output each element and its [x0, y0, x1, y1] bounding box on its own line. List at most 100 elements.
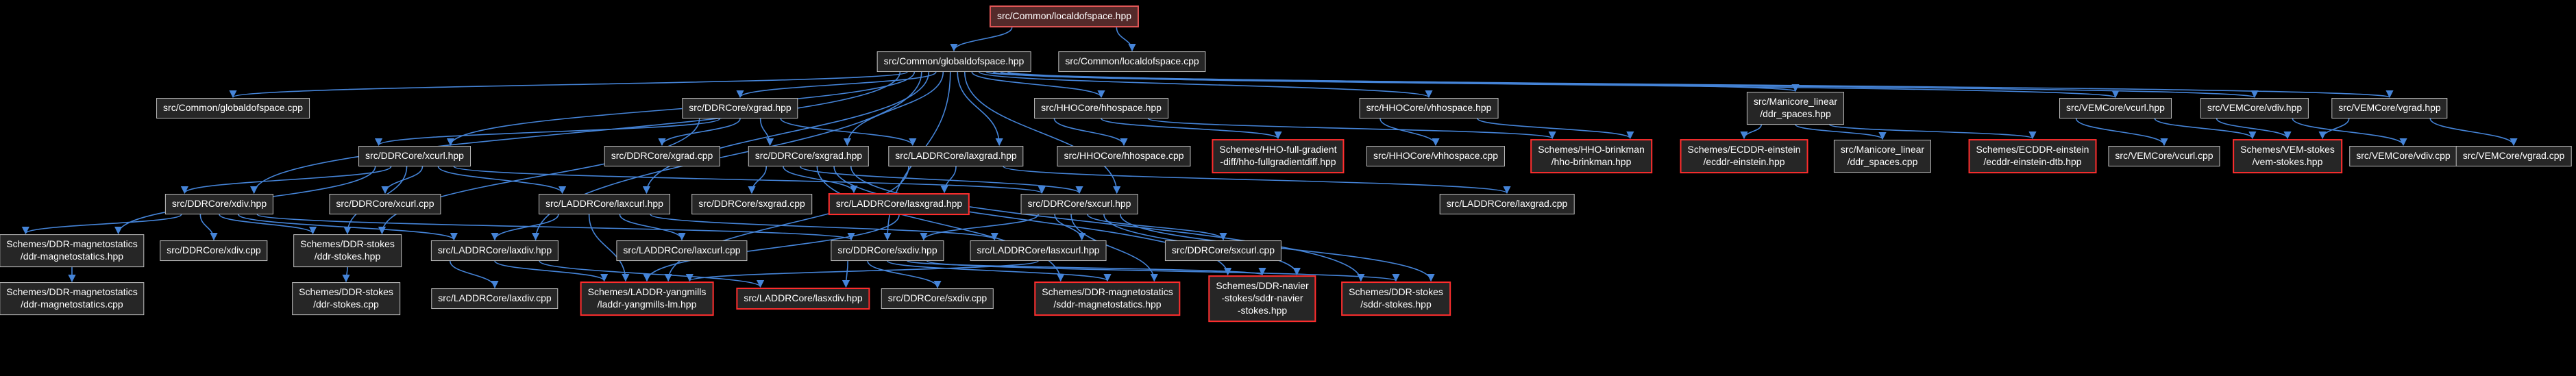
- edge-sxgrad_h-to-sddrstokes: [850, 166, 1365, 282]
- edge-gds_h-to-sxgrad_h: [843, 71, 944, 147]
- graph-node-lds_c[interactable]: src/Common/localdofspace.cpp: [1058, 51, 1206, 72]
- graph-node-label: src/VEMCore/vdiv.hpp: [2207, 102, 2303, 114]
- graph-node-lasxdiv_h[interactable]: src/LADDRCore/lasxdiv.hpp: [736, 288, 870, 310]
- graph-node-label: src/LADDRCore/lasxdiv.hpp: [744, 292, 863, 304]
- edge-laxcurl_h-to-lasxcurl_h: [650, 214, 998, 241]
- graph-node-vhho_h[interactable]: src/HHOCore/vhhospace.hpp: [1359, 98, 1499, 118]
- edge-xcurl_h-to-xdiv_h: [180, 166, 392, 195]
- graph-node-label: Schemes/DDR-navier -stokes/sddr-navier -…: [1216, 280, 1309, 316]
- graph-node-label: src/Common/localdofspace.hpp: [996, 10, 1132, 22]
- graph-node-ddrmag_h[interactable]: Schemes/DDR-magnetostatics /ddr-magnetos…: [0, 234, 145, 267]
- graph-node-label: src/DDRCore/xgrad.cpp: [611, 150, 713, 162]
- graph-node-sxdiv_h[interactable]: src/DDRCore/sxdiv.hpp: [831, 240, 944, 261]
- graph-node-sxgrad_c[interactable]: src/DDRCore/sxgrad.cpp: [691, 194, 812, 214]
- edge-xdiv_h-to-ddrmag_h: [21, 214, 182, 235]
- graph-node-xgrad_c[interactable]: src/DDRCore/xgrad.cpp: [604, 146, 720, 166]
- graph-node-hho_fgd[interactable]: Schemes/HHO-full-gradient -diff/hho-full…: [1212, 139, 1345, 173]
- graph-node-label: src/Manicore_linear /ddr_spaces.hpp: [1753, 96, 1838, 119]
- edge-sxgrad_h-to-lasxgrad_h: [783, 166, 858, 194]
- graph-node-vdiv_h[interactable]: src/VEMCore/vdiv.hpp: [2200, 98, 2309, 118]
- graph-node-lasxgrad_h[interactable]: src/LADDRCore/lasxgrad.hpp: [828, 193, 970, 215]
- edge-mani_h-to-ecddr: [1740, 124, 1763, 140]
- graph-node-ecddr_dtb[interactable]: Schemes/ECDDR-einstein /ecddr-einstein-d…: [1968, 139, 2097, 173]
- graph-node-label: src/VEMCore/vgrad.cpp: [2462, 150, 2565, 162]
- edge-gds_h-to-xdiv_h: [250, 71, 901, 195]
- graph-node-xdiv_c[interactable]: src/DDRCore/xdiv.cpp: [160, 240, 268, 261]
- graph-node-label: src/VEMCore/vcurl.hpp: [2066, 102, 2165, 114]
- graph-node-yangmills[interactable]: Schemes/LADDR-yangmills /laddr-yangmills…: [580, 281, 714, 316]
- graph-node-label: Schemes/DDR-stokes /sddr-stokes.hpp: [1349, 286, 1443, 310]
- graph-node-ecddr[interactable]: Schemes/ECDDR-einstein /ecddr-einstein.h…: [1680, 139, 1808, 173]
- graph-node-vgrad_c[interactable]: src/VEMCore/vgrad.cpp: [2455, 146, 2572, 166]
- graph-node-xgrad_h[interactable]: src/DDRCore/xgrad.hpp: [682, 98, 798, 118]
- graph-node-laxdiv_h[interactable]: src/LADDRCore/laxdiv.hpp: [430, 240, 559, 261]
- graph-node-ddrstokes_h[interactable]: Schemes/DDR-stokes /ddr-stokes.hpp: [293, 234, 402, 267]
- graph-node-hho_brink[interactable]: Schemes/HHO-brinkman /hho-brinkman.hpp: [1530, 139, 1652, 173]
- edge-root-to-lds_c: [1116, 27, 1136, 52]
- graph-node-label: Schemes/DDR-stokes /ddr-stokes.cpp: [299, 286, 393, 310]
- graph-node-sddrstokes[interactable]: Schemes/DDR-stokes /sddr-stokes.hpp: [1341, 281, 1451, 316]
- graph-node-label: src/DDRCore/xcurl.hpp: [365, 150, 464, 162]
- graph-node-laxcurl_h[interactable]: src/LADDRCore/laxcurl.hpp: [539, 194, 670, 214]
- graph-node-sddrmag[interactable]: Schemes/DDR-magnetostatics /sddr-magneto…: [1034, 281, 1181, 316]
- edge-xcurl_h-to-sxcurl_h: [453, 166, 1046, 195]
- graph-node-mani_c[interactable]: src/Manicore_linear /ddr_spaces.cpp: [1833, 140, 1932, 173]
- graph-node-sxcurl_h[interactable]: src/DDRCore/sxcurl.hpp: [1020, 194, 1138, 214]
- graph-node-sxdiv_c[interactable]: src/DDRCore/sxdiv.cpp: [881, 288, 994, 309]
- graph-node-root[interactable]: src/Common/localdofspace.hpp: [989, 5, 1140, 27]
- edge-xgrad_h-to-laxgrad_h: [780, 118, 917, 147]
- graph-node-label: Schemes/HHO-brinkman /hho-brinkman.hpp: [1538, 144, 1645, 167]
- graph-node-label: Schemes/LADDR-yangmills /laddr-yangmills…: [587, 286, 707, 310]
- edge-laxcurl_h-to-laxcurl_c: [619, 214, 686, 241]
- graph-node-vgrad_h[interactable]: src/VEMCore/vgrad.hpp: [2331, 98, 2448, 118]
- edge-hho_h-to-hho_brink: [1147, 118, 1556, 140]
- graph-node-vcurl_c[interactable]: src/VEMCore/vcurl.cpp: [2108, 146, 2220, 166]
- graph-node-label: src/DDRCore/sxgrad.cpp: [698, 198, 805, 210]
- graph-node-laxgrad_c[interactable]: src/LADDRCore/laxgrad.cpp: [1439, 194, 1575, 214]
- graph-node-xcurl_c[interactable]: src/DDRCore/xcurl.cpp: [329, 194, 441, 214]
- edge-root-to-gds_h: [950, 27, 1013, 52]
- graph-node-laxgrad_h[interactable]: src/LADDRCore/laxgrad.hpp: [888, 146, 1024, 166]
- graph-node-lasxcurl_h[interactable]: src/LADDRCore/lasxcurl.hpp: [970, 240, 1107, 261]
- graph-node-gds_h[interactable]: src/Common/globaldofspace.hpp: [876, 51, 1031, 72]
- graph-node-xcurl_h[interactable]: src/DDRCore/xcurl.hpp: [358, 146, 471, 166]
- graph-node-label: src/LADDRCore/laxdiv.cpp: [438, 292, 552, 304]
- graph-node-label: Schemes/DDR-magnetostatics /ddr-magnetos…: [6, 286, 138, 310]
- graph-node-sxcurl_c[interactable]: src/DDRCore/sxcurl.cpp: [1164, 240, 1282, 261]
- graph-node-laxdiv_c[interactable]: src/LADDRCore/laxdiv.cpp: [431, 288, 559, 309]
- graph-node-xdiv_h[interactable]: src/DDRCore/xdiv.hpp: [164, 194, 274, 214]
- graph-node-sxgrad_h[interactable]: src/DDRCore/sxgrad.hpp: [748, 146, 870, 166]
- graph-node-sddrnavier[interactable]: Schemes/DDR-navier -stokes/sddr-navier -…: [1208, 275, 1316, 322]
- graph-node-ddrmag_c[interactable]: Schemes/DDR-magnetostatics /ddr-magnetos…: [0, 282, 145, 315]
- edge-gds_h-to-laxgrad_h: [957, 71, 1003, 147]
- graph-node-label: src/DDRCore/xgrad.hpp: [689, 102, 792, 114]
- edge-laxdiv_h-to-yangmills: [494, 260, 609, 282]
- edge-laxdiv_h-to-laxdiv_c: [450, 260, 499, 289]
- edge-sxcurl_h-to-sddrmag: [1070, 214, 1158, 282]
- graph-node-vem_stokes[interactable]: Schemes/VEM-stokes /vem-stokes.hpp: [2233, 139, 2342, 173]
- graph-node-label: Schemes/HHO-full-gradient -diff/hho-full…: [1219, 144, 1337, 167]
- edge-gds_h-to-hho_h: [971, 71, 1105, 99]
- edge-sxdiv_h-to-lasxdiv_h: [842, 260, 850, 288]
- graph-node-ddrstokes_c[interactable]: Schemes/DDR-stokes /ddr-stokes.cpp: [292, 282, 400, 315]
- graph-node-hho_h[interactable]: src/HHOCore/hhospace.hpp: [1034, 98, 1168, 118]
- graph-node-vdiv_c[interactable]: src/VEMCore/vdiv.cpp: [2349, 146, 2457, 166]
- graph-node-label: Schemes/DDR-stokes /ddr-stokes.hpp: [300, 238, 395, 262]
- graph-node-label: src/HHOCore/hhospace.cpp: [1064, 150, 1184, 162]
- graph-node-gds_c[interactable]: src/Common/globaldofspace.cpp: [156, 98, 310, 118]
- edge-xdiv_h-to-ddrstokes_h: [219, 214, 317, 235]
- graph-node-mani_h[interactable]: src/Manicore_linear /ddr_spaces.hpp: [1746, 92, 1845, 125]
- edge-vcurl_h-to-vcurl_c: [2075, 118, 2168, 147]
- graph-node-vcurl_h[interactable]: src/VEMCore/vcurl.hpp: [2059, 98, 2172, 118]
- edge-xdiv_h-to-laxdiv_h: [237, 214, 458, 241]
- edge-gds_h-to-sxcurl_h: [964, 71, 1121, 195]
- graph-node-laxcurl_c[interactable]: src/LADDRCore/laxcurl.cpp: [616, 240, 748, 261]
- graph-node-label: src/Manicore_linear /ddr_spaces.cpp: [1840, 144, 1925, 167]
- graph-node-vhho_c[interactable]: src/HHOCore/vhhospace.cpp: [1366, 146, 1506, 166]
- graph-node-hho_c[interactable]: src/HHOCore/hhospace.cpp: [1057, 146, 1191, 166]
- graph-node-label: src/Common/globaldofspace.cpp: [163, 102, 303, 114]
- edge-xgrad_h-to-xcurl_h: [375, 118, 721, 147]
- edge-gds_h-to-vgrad_h: [1007, 71, 2393, 99]
- graph-node-label: src/HHOCore/vhhospace.cpp: [1373, 150, 1499, 162]
